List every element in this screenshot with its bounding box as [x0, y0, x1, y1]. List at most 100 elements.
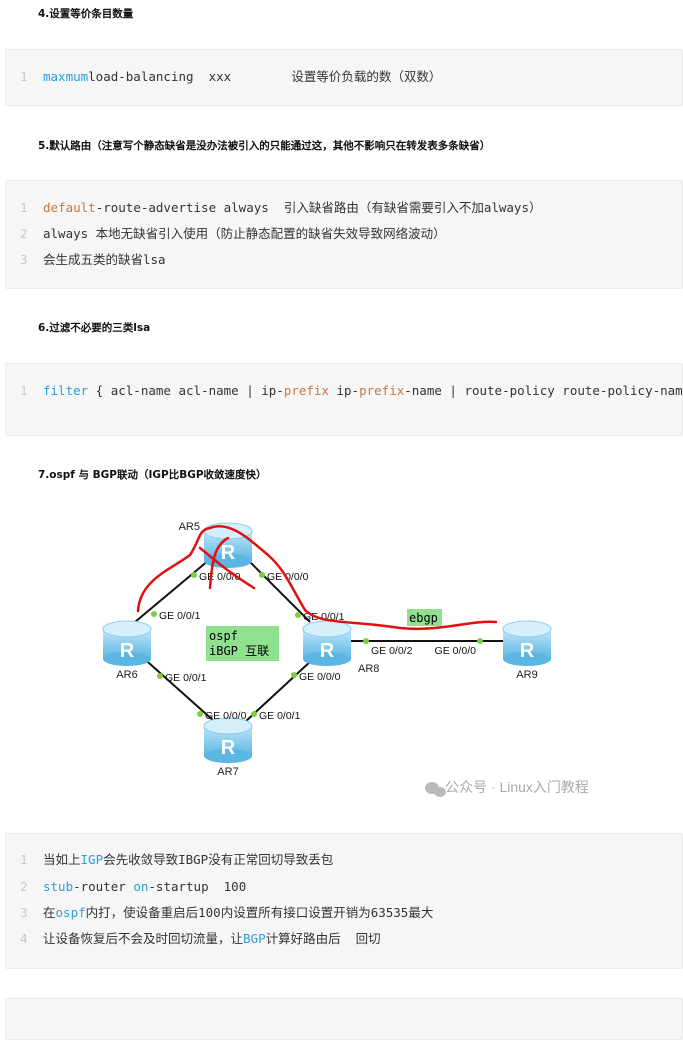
- code-token: 计算好路由后 回切: [265, 931, 381, 946]
- code-text: 会生成五类的缺省lsa: [43, 247, 166, 273]
- line-number: 1: [20, 69, 28, 84]
- router-ar9: R AR9: [502, 620, 552, 681]
- router-icon-base: [204, 554, 252, 568]
- ospf-label: ospf: [209, 629, 238, 643]
- code-token: maxmum: [43, 69, 89, 84]
- code-line: 1 default-route-advertise always 引入缺省路由（有…: [6, 195, 682, 221]
- code-text: default-route-advertise always 引入缺省路由（有缺…: [43, 195, 541, 221]
- code-token: on: [133, 879, 149, 894]
- router-ar8: R AR8: [302, 620, 379, 675]
- port-label: GE 0/0/0: [199, 571, 241, 583]
- port-dot: [251, 711, 257, 717]
- code-token: 当如上: [43, 852, 81, 867]
- port-label: GE 0/0/2: [371, 645, 413, 657]
- code-line: 2 always 本地无缺省引入使用（防止静态配置的缺省失效导致网络波动）: [6, 221, 682, 247]
- code-block-default-route: 1 default-route-advertise always 引入缺省路由（有…: [5, 180, 683, 289]
- code-token: prefix: [359, 383, 405, 398]
- code-token: always 本地无缺省引入使用（防止静态配置的缺省失效导致网络波动）: [43, 226, 446, 241]
- code-token: load-balancing xxx 设置等价负载的数（双数）: [88, 69, 442, 84]
- code-line: 3 在ospf内打，使设备重启后100内设置所有接口设置开销为63535最大: [6, 900, 682, 926]
- code-token: 在: [43, 905, 56, 920]
- code-token: ospf: [55, 905, 86, 920]
- code-text: 让设备恢复后不会及时回切流量，让BGP计算好路由后 回切: [43, 926, 381, 952]
- code-token: -router: [73, 879, 134, 894]
- code-text: stub-router on-startup 100: [43, 874, 246, 900]
- line-number: 2: [20, 879, 28, 894]
- code-block-next: [5, 998, 683, 1040]
- code-token: filter: [43, 383, 89, 398]
- router-label: AR8: [358, 663, 379, 675]
- line-number: 1: [20, 852, 28, 867]
- router-icon-glyph: R: [221, 737, 236, 759]
- router-icon-glyph: R: [120, 640, 135, 662]
- code-block-stub-router: 1 当如上IGP会先收敛导致IBGP没有正常回切导致丢包 2 stub-router …: [5, 833, 683, 969]
- code-token: 会先收敛导致IBGP没有正常回切导致丢包: [103, 852, 334, 867]
- code-token: IGP: [80, 852, 104, 867]
- code-line: 1 filter { acl-name acl-name | ip-prefix …: [6, 378, 682, 404]
- ospf-ibgp-box: [206, 626, 279, 661]
- ibgp-label: iBGP 互联: [209, 644, 269, 658]
- heading-4: 4.设置等价条目数量: [38, 8, 134, 20]
- code-text: 在ospf内打，使设备重启后100内设置所有接口设置开销为63535最大: [43, 900, 433, 926]
- router-label: AR7: [217, 766, 238, 778]
- router-label: AR9: [516, 669, 537, 681]
- heading-6: 6.过滤不必要的三类lsa: [38, 322, 151, 334]
- heading-5: 5.默认路由（注意写个静态缺省是没办法被引入的只能通过这，其他不影响只在转发表多…: [38, 140, 491, 152]
- port-dot: [259, 572, 265, 578]
- port-label: GE 0/0/0: [267, 571, 309, 583]
- line-number: 1: [20, 383, 28, 398]
- code-token: -name | route-policy route-policy-name }: [404, 383, 682, 398]
- code-token: BGP: [243, 931, 266, 946]
- port-label: GE 0/0/1: [165, 672, 207, 684]
- router-ar6: R AR6: [102, 620, 152, 681]
- code-text: always 本地无缺省引入使用（防止静态配置的缺省失效导致网络波动）: [43, 221, 446, 247]
- port-dot: [157, 673, 163, 679]
- router-icon-base: [303, 652, 351, 666]
- line-number: 2: [20, 226, 28, 241]
- line-number: 3: [20, 905, 28, 920]
- router-icon-base: [103, 652, 151, 666]
- code-token: default: [43, 200, 96, 215]
- router-icon-top: [302, 620, 352, 638]
- router-icon-top: [502, 620, 552, 638]
- red-annotation: [136, 525, 498, 630]
- watermark: 公众号 · Linux入门教程: [445, 779, 589, 795]
- code-token: -route-advertise always 引入缺省路由（有缺省需要引入不加…: [95, 200, 542, 215]
- heading-7: 7.ospf 与 BGP联动（IGP比BGP收敛速度快）: [38, 469, 267, 481]
- ebgp-box: [407, 609, 442, 626]
- line-number: 4: [20, 931, 28, 946]
- port-label: GE 0/0/0: [435, 645, 477, 657]
- code-token: 会生成五类的缺省lsa: [43, 252, 166, 267]
- router-icon-glyph: R: [520, 640, 535, 662]
- code-token: stub: [43, 879, 74, 894]
- code-text: 当如上IGP会先收敛导致IBGP没有正常回切导致丢包: [43, 847, 333, 873]
- links: [134, 554, 505, 723]
- code-line: 1 当如上IGP会先收敛导致IBGP没有正常回切导致丢包: [6, 847, 682, 873]
- line-number: 3: [20, 252, 28, 267]
- code-text: filter { acl-name acl-name | ip-prefix i…: [43, 378, 682, 404]
- code-text: maxmumload-balancing xxx 设置等价负载的数（双数）: [43, 64, 441, 90]
- line-number: 1: [20, 200, 28, 215]
- ebgp-label: ebgp: [409, 611, 438, 625]
- router-icon-top: [102, 620, 152, 638]
- port-label: GE 0/0/1: [259, 710, 301, 722]
- code-token: 让设备恢复后不会及时回切流量，让: [43, 931, 244, 946]
- router-icon-base: [204, 749, 252, 763]
- port-dot: [291, 672, 297, 678]
- router-ar7: R AR7: [203, 717, 253, 778]
- code-block-filter: 1 filter { acl-name acl-name | ip-prefix …: [5, 363, 683, 436]
- code-token: prefix: [283, 383, 329, 398]
- code-token: ip-: [328, 383, 360, 398]
- router-icon-glyph: R: [221, 542, 236, 564]
- port-label: GE 0/0/1: [159, 610, 201, 622]
- code-line: 1 maxmumload-balancing xxx 设置等价负载的数（双数）: [6, 64, 682, 90]
- code-line: 4 让设备恢复后不会及时回切流量，让BGP计算好路由后 回切: [6, 926, 682, 952]
- port-dot: [477, 638, 483, 644]
- port-dot: [197, 711, 203, 717]
- router-label: AR6: [116, 669, 137, 681]
- code-line: 3 会生成五类的缺省lsa: [6, 247, 682, 273]
- port-label: GE 0/0/0: [205, 710, 247, 722]
- router-icon-glyph: R: [320, 640, 335, 662]
- router-icon-base: [503, 652, 551, 666]
